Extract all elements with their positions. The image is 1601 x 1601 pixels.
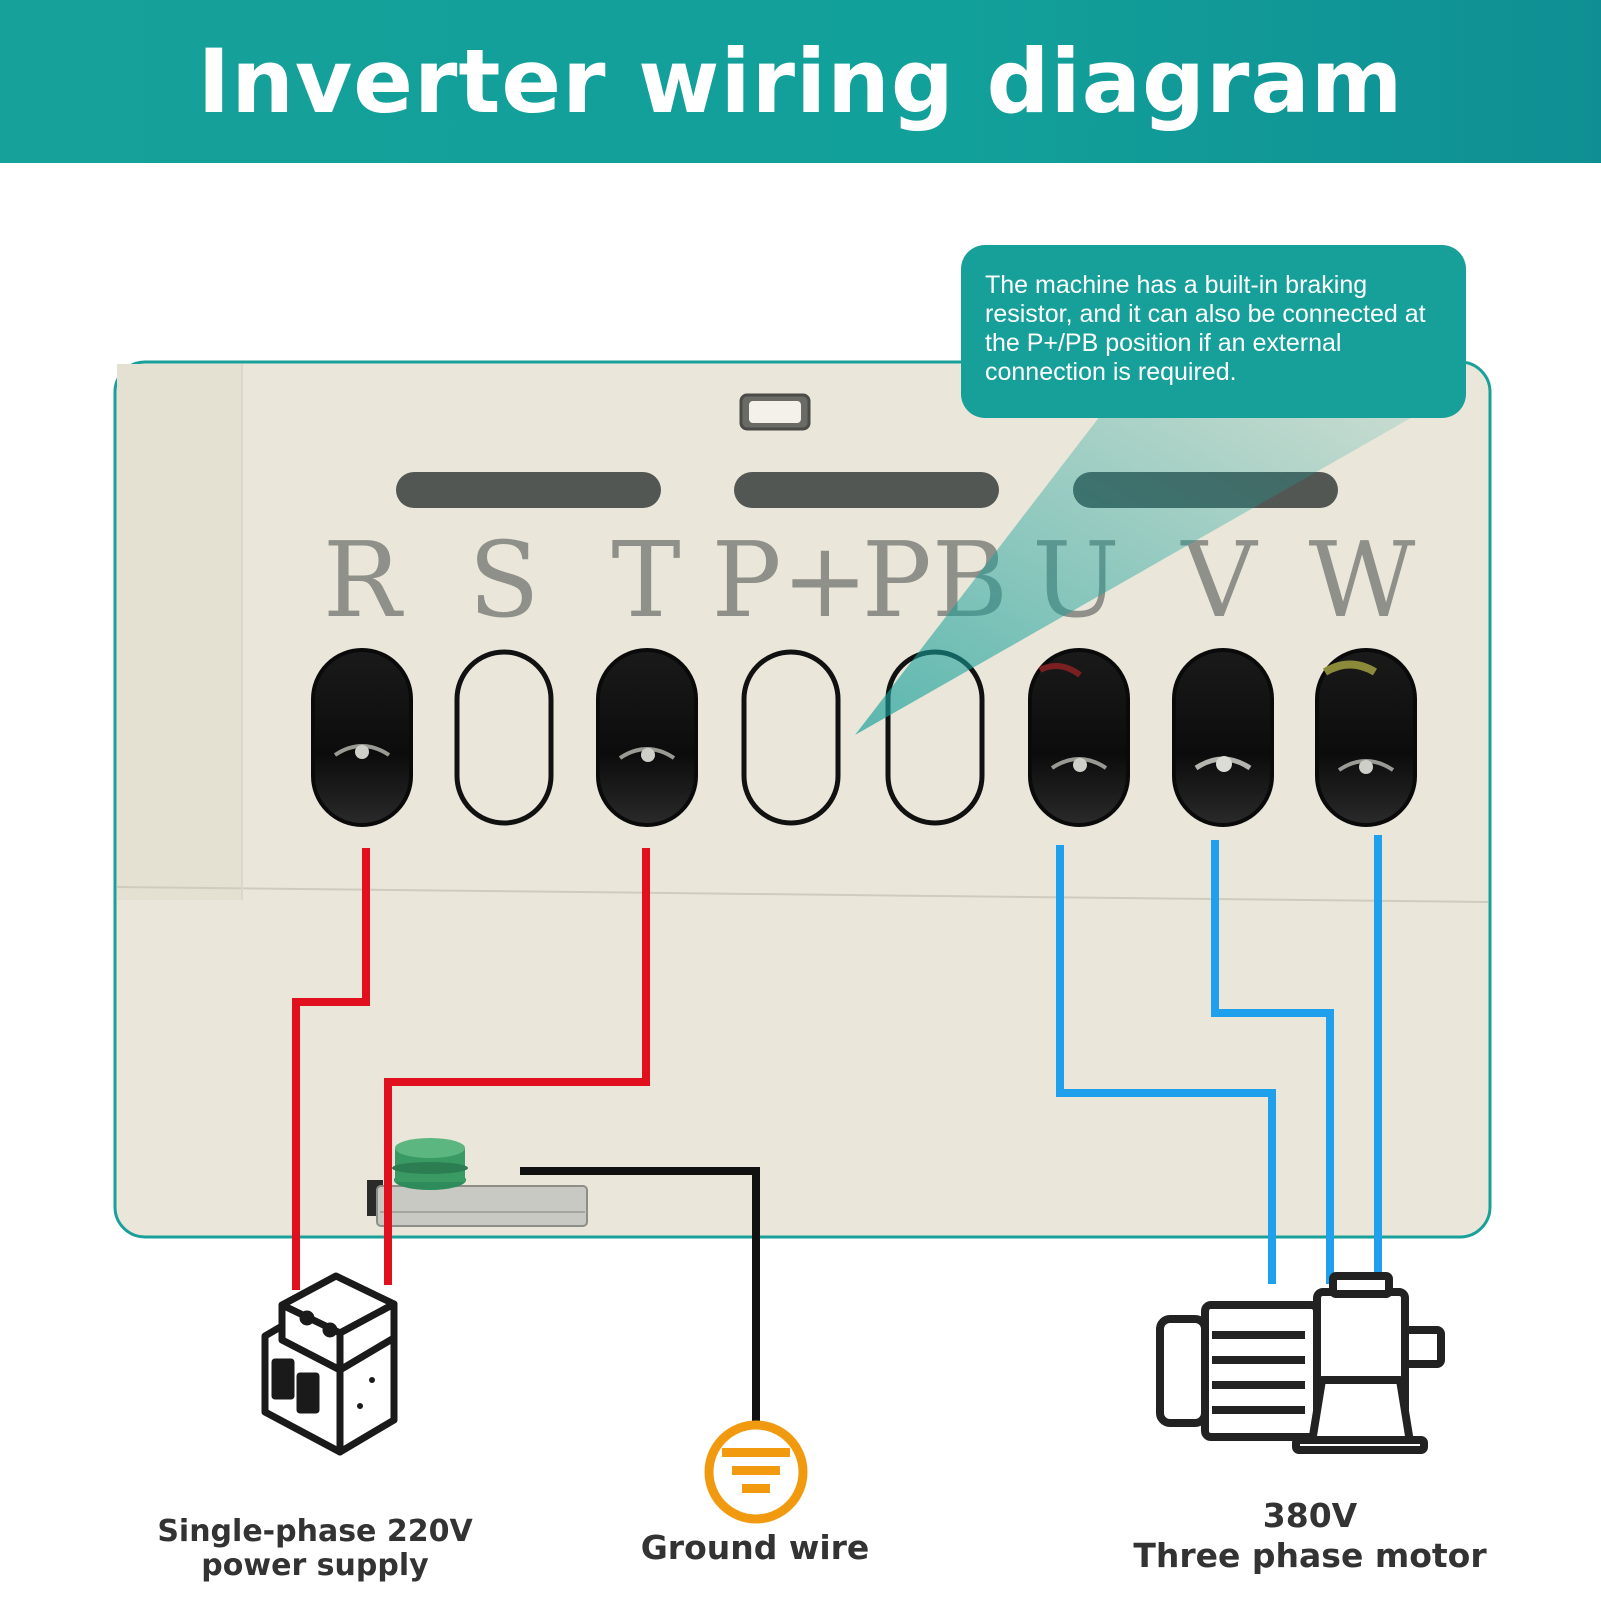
motor-wires bbox=[1056, 835, 1382, 1284]
terminal-hole-v bbox=[1172, 648, 1274, 827]
ground-wire bbox=[520, 1167, 760, 1425]
motor-type: Three phase motor bbox=[1133, 1536, 1487, 1575]
ground-screw-icon bbox=[367, 1138, 588, 1227]
braking-resistor-callout: The machine has a built-in braking resis… bbox=[961, 245, 1466, 418]
terminal-labels: R S T P+ PB U V W bbox=[323, 519, 1416, 641]
circuit-breaker-icon bbox=[261, 1272, 398, 1456]
terminal-label-s: S bbox=[468, 519, 539, 641]
motor-icon bbox=[1156, 1272, 1445, 1454]
terminal-label-pplus: P+ bbox=[711, 519, 868, 641]
power-wires bbox=[292, 848, 650, 1290]
terminal-hole-s bbox=[454, 649, 554, 826]
terminal-hole-pplus bbox=[741, 649, 841, 826]
terminal-hole-t bbox=[596, 648, 698, 827]
wire-u bbox=[1056, 845, 1276, 1284]
ground-symbol-icon bbox=[704, 1420, 808, 1524]
page-title: Inverter wiring diagram bbox=[197, 30, 1404, 133]
callout-text: The machine has a built-in braking resis… bbox=[985, 271, 1426, 386]
ground-wire-label: Ground wire bbox=[640, 1528, 870, 1567]
wire-r bbox=[292, 848, 370, 1290]
motor-label: 380V Three phase motor bbox=[1130, 1496, 1490, 1576]
wire-v bbox=[1211, 840, 1334, 1284]
terminal-label-r: R bbox=[323, 519, 404, 641]
power-supply-line2: power supply bbox=[201, 1548, 429, 1583]
callout-pointer bbox=[855, 390, 1460, 735]
terminal-hole-w bbox=[1315, 648, 1417, 827]
title-banner: Inverter wiring diagram bbox=[0, 0, 1601, 163]
terminal-hole-u bbox=[1028, 648, 1130, 827]
power-supply-line1: Single-phase 220V bbox=[157, 1514, 473, 1549]
terminal-holes bbox=[311, 648, 1417, 827]
terminal-label-w: W bbox=[1309, 519, 1416, 641]
terminal-label-t: T bbox=[611, 519, 680, 641]
terminal-hole-r bbox=[311, 648, 413, 827]
power-supply-label: Single-phase 220V power supply bbox=[150, 1515, 480, 1583]
wire-t bbox=[384, 848, 650, 1285]
motor-voltage: 380V bbox=[1262, 1496, 1358, 1535]
